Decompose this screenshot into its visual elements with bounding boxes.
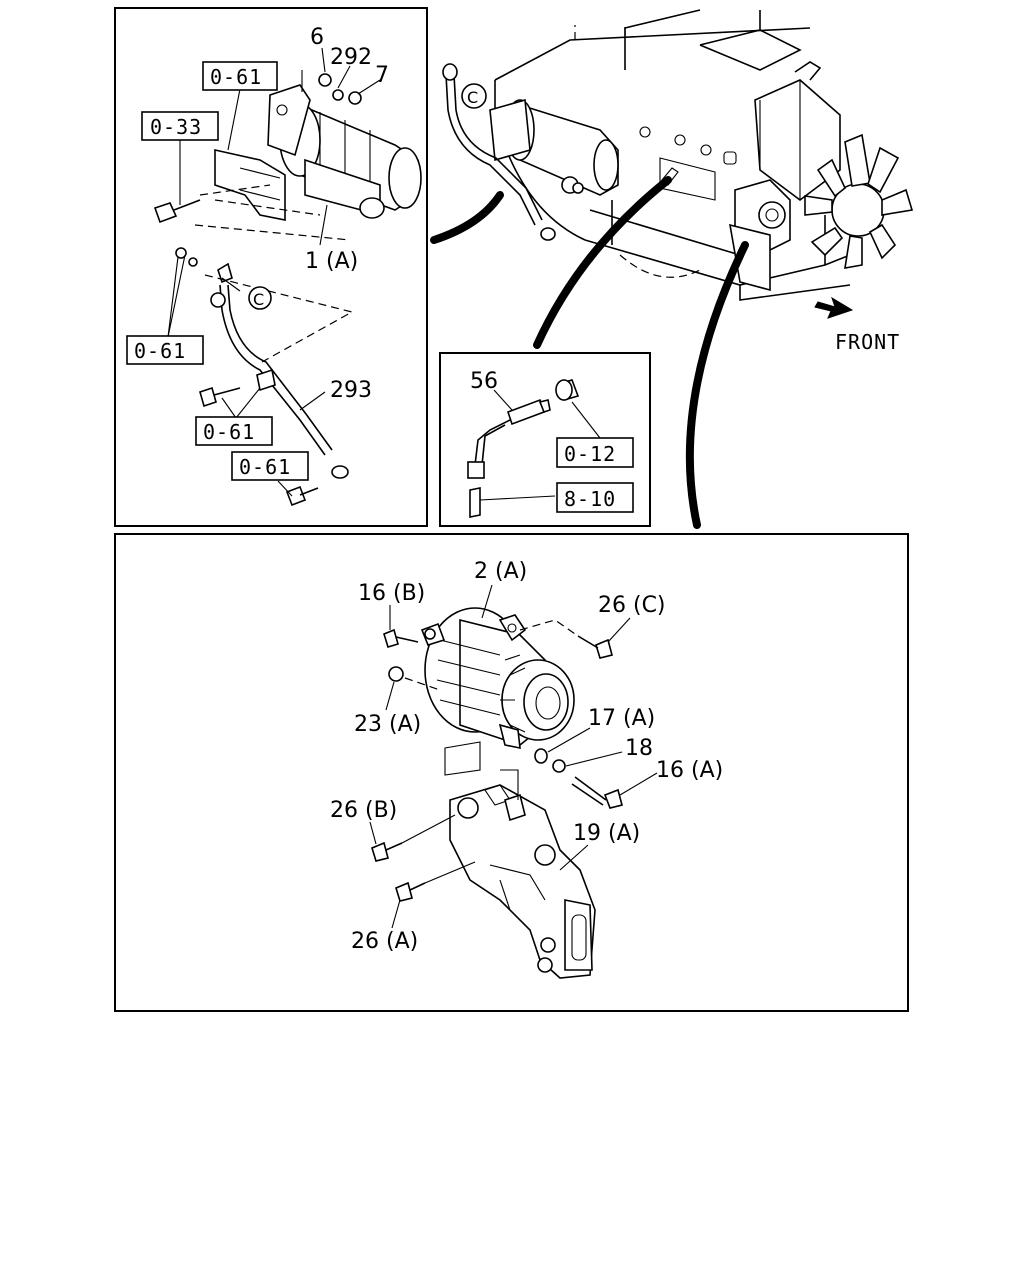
callout-6: 6 — [310, 25, 324, 50]
sensor-drawing — [467, 379, 601, 518]
svg-text:8-10: 8-10 — [564, 487, 616, 511]
ref-box-0-61-cable: 0-61 — [195, 416, 273, 446]
svg-text:0-33: 0-33 — [150, 115, 202, 139]
alternator-fasteners — [371, 619, 623, 902]
callout-56-leader — [493, 389, 513, 411]
svg-text:C: C — [253, 290, 264, 309]
starter-motor-drawing — [153, 73, 422, 241]
alternator-leader-lines — [369, 584, 658, 929]
callout-23a: 23 (A) — [354, 712, 421, 737]
circle-ref-c-starter: C — [248, 286, 272, 310]
ref-box-8-10: 8-10 — [556, 482, 634, 513]
front-direction-arrow — [814, 296, 854, 319]
ref-box-0-33: 0-33 — [141, 111, 219, 141]
callout-26a: 26 (A) — [351, 929, 418, 954]
callout-293: 293 — [330, 378, 372, 403]
callout-7: 7 — [375, 63, 389, 88]
callout-26c: 26 (C) — [598, 593, 666, 618]
callout-16a: 16 (A) — [656, 758, 723, 783]
sensor-panel-frame — [439, 352, 651, 527]
ref-box-0-61-middle: 0-61 — [126, 335, 204, 365]
callout-1a: 1 (A) — [305, 249, 358, 274]
front-direction-label: FRONT — [835, 330, 900, 354]
callout-292: 292 — [330, 45, 372, 70]
engine-block-drawing — [442, 9, 914, 301]
circle-ref-c-engine: C — [461, 83, 487, 109]
callout-16b: 16 (B) — [358, 581, 425, 606]
callout-18: 18 — [625, 736, 653, 761]
svg-text:0-61: 0-61 — [134, 339, 186, 363]
alternator-bracket-drawing — [444, 741, 596, 979]
callout-56: 56 — [470, 369, 498, 394]
callout-26b: 26 (B) — [330, 798, 397, 823]
ref-box-0-61-top: 0-61 — [202, 61, 278, 91]
alternator-panel-frame — [114, 533, 909, 1012]
starter-panel-frame — [114, 7, 428, 527]
starter-leader-lines — [167, 47, 381, 497]
ref-box-0-12: 0-12 — [556, 437, 634, 468]
callout-19a: 19 (A) — [573, 821, 640, 846]
starter-cable-drawing — [175, 247, 354, 507]
pointer-curves — [430, 176, 749, 529]
svg-text:0-61: 0-61 — [203, 420, 255, 444]
ref-box-0-61-bottom: 0-61 — [231, 451, 309, 481]
svg-text:C: C — [467, 88, 478, 107]
svg-text:0-61: 0-61 — [239, 455, 291, 479]
svg-text:0-61: 0-61 — [210, 65, 262, 89]
callout-2a: 2 (A) — [474, 559, 527, 584]
alternator-drawing — [420, 607, 575, 749]
svg-text:0-12: 0-12 — [564, 442, 616, 466]
callout-17a: 17 (A) — [588, 706, 655, 731]
